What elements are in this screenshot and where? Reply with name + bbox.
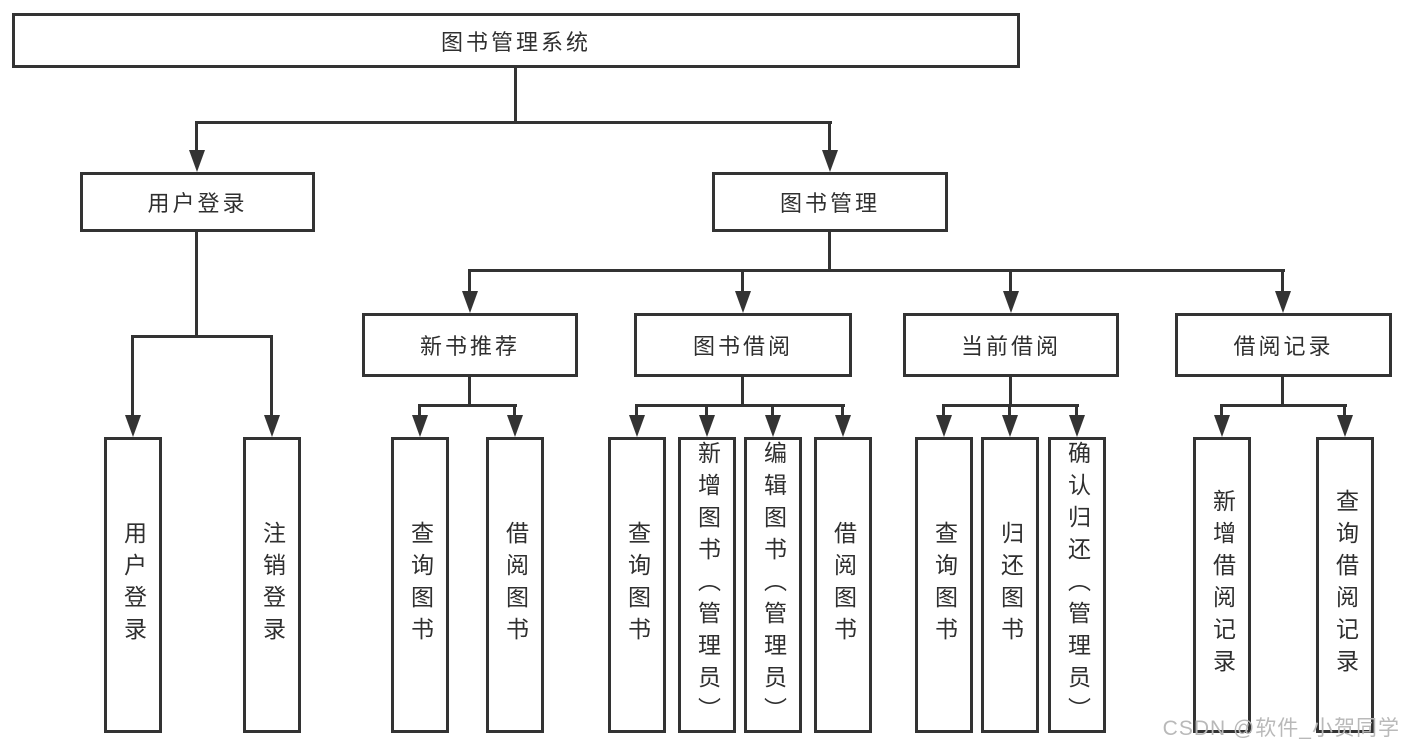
arrow-down-icon — [1275, 291, 1291, 313]
connector-root-stem — [514, 68, 517, 124]
connector-arrow-stem — [741, 269, 744, 293]
connector-arrow-stem — [1008, 404, 1011, 417]
leaf-add-books-admin: 新增图书（管理员） — [678, 437, 736, 733]
connector-arrow-stem — [513, 404, 516, 417]
connector-group3-stem — [1009, 377, 1012, 407]
connector-arrow-stem — [131, 335, 134, 417]
connector-group2-stem — [741, 377, 744, 407]
leaf-user-login: 用户登录 — [104, 437, 162, 733]
arrow-down-icon — [1069, 415, 1085, 437]
connector-arrow-stem — [468, 269, 471, 293]
connector-arrow-stem — [195, 121, 198, 152]
connector-arrow-stem — [635, 404, 638, 417]
arrow-down-icon — [735, 291, 751, 313]
leaf-borrow-books-borrowing: 借阅图书 — [814, 437, 872, 733]
connector-bookmgmt-stem — [828, 232, 831, 272]
arrow-down-icon — [822, 150, 838, 172]
connector-arrow-stem — [705, 404, 708, 417]
connector-group1-stem — [468, 377, 471, 407]
arrow-down-icon — [412, 415, 428, 437]
arrow-down-icon — [507, 415, 523, 437]
leaf-query-borrow-record: 查询借阅记录 — [1316, 437, 1374, 733]
arrow-down-icon — [1002, 415, 1018, 437]
leaf-logout: 注销登录 — [243, 437, 301, 733]
connector-arrow-stem — [771, 404, 774, 417]
arrow-down-icon — [1003, 291, 1019, 313]
node-root: 图书管理系统 — [12, 13, 1020, 68]
node-borrowing-records: 借阅记录 — [1175, 313, 1392, 377]
connector-arrow-stem — [418, 404, 421, 417]
connector-arrow-stem — [942, 404, 945, 417]
leaf-borrow-books-recommend: 借阅图书 — [486, 437, 544, 733]
leaf-confirm-return-admin: 确认归还（管理员） — [1048, 437, 1106, 733]
connector-group2-rail — [635, 404, 845, 407]
arrow-down-icon — [835, 415, 851, 437]
connector-arrow-stem — [1075, 404, 1078, 417]
node-current-borrowing: 当前借阅 — [903, 313, 1119, 377]
csdn-watermark: CSDN @软件_小贺同学 — [1162, 717, 1400, 740]
connector-group4-stem — [1281, 377, 1284, 407]
connector-group4-rail — [1220, 404, 1347, 407]
arrow-down-icon — [699, 415, 715, 437]
connector-bookmgmt-rail — [468, 269, 1285, 272]
connector-arrow-stem — [1343, 404, 1346, 417]
leaf-edit-books-admin: 编辑图书（管理员） — [744, 437, 802, 733]
connector-userlogin-rail — [131, 335, 273, 338]
arrow-down-icon — [936, 415, 952, 437]
connector-userlogin-stem — [195, 232, 198, 338]
leaf-add-borrow-record: 新增借阅记录 — [1193, 437, 1251, 733]
leaf-query-books-recommend: 查询图书 — [391, 437, 449, 733]
leaf-return-books: 归还图书 — [981, 437, 1039, 733]
connector-arrow-stem — [841, 404, 844, 417]
arrow-down-icon — [1337, 415, 1353, 437]
connector-arrow-stem — [270, 335, 273, 417]
arrow-down-icon — [1214, 415, 1230, 437]
node-book-management: 图书管理 — [712, 172, 948, 232]
arrow-down-icon — [765, 415, 781, 437]
connector-arrow-stem — [1220, 404, 1223, 417]
arrow-down-icon — [264, 415, 280, 437]
leaf-query-books-borrowing: 查询图书 — [608, 437, 666, 733]
connector-arrow-stem — [1009, 269, 1012, 293]
connector-root-rail — [195, 121, 832, 124]
node-user-login: 用户登录 — [80, 172, 315, 232]
node-book-borrowing: 图书借阅 — [634, 313, 852, 377]
connector-arrow-stem — [1281, 269, 1284, 293]
leaf-query-books-current: 查询图书 — [915, 437, 973, 733]
arrow-down-icon — [462, 291, 478, 313]
arrow-down-icon — [629, 415, 645, 437]
arrow-down-icon — [125, 415, 141, 437]
node-new-book-recommend: 新书推荐 — [362, 313, 578, 377]
connector-arrow-stem — [828, 121, 831, 152]
connector-group1-rail — [418, 404, 517, 407]
arrow-down-icon — [189, 150, 205, 172]
